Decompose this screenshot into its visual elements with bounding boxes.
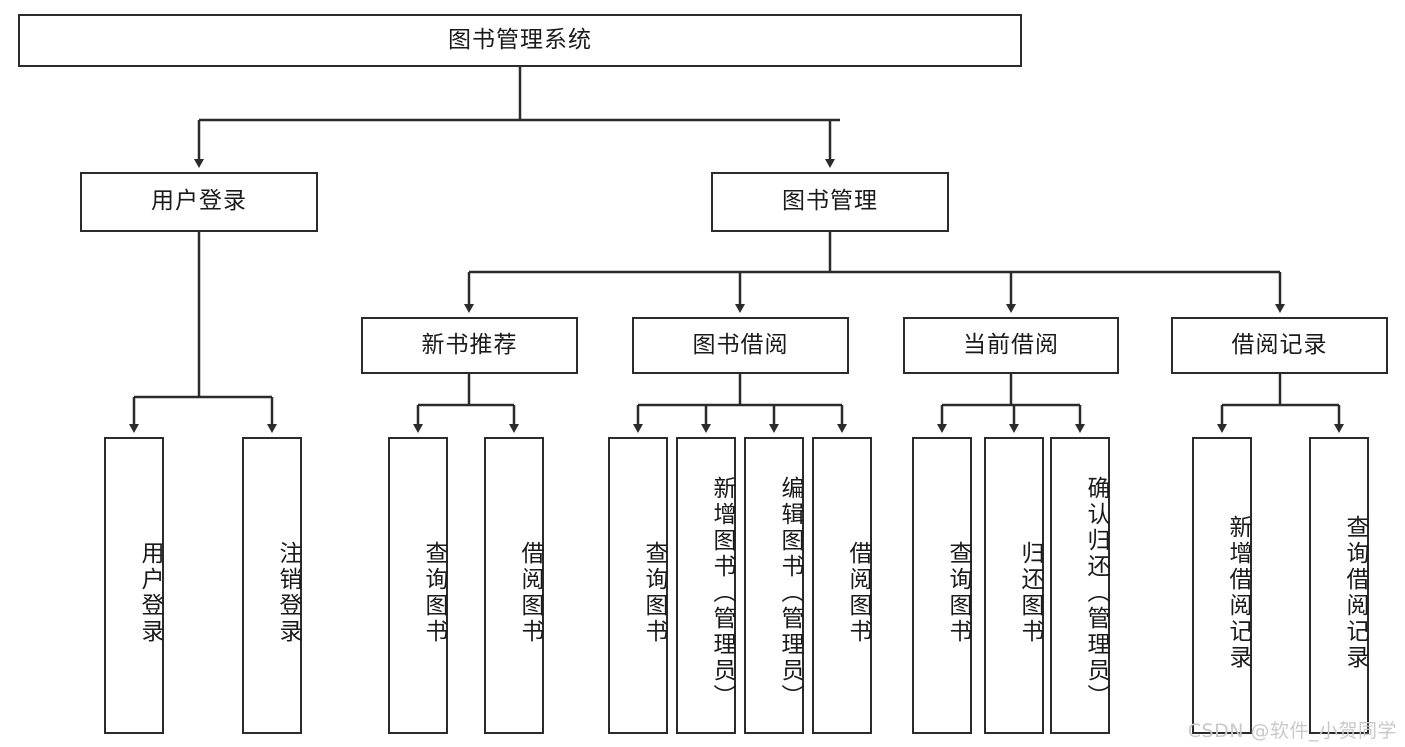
node-borrow-record[interactable]: 借阅记录	[1171, 317, 1388, 374]
node-user-login[interactable]: 用户登录	[80, 172, 318, 232]
node-nbr-borrow-book[interactable]: 借阅图书	[484, 437, 544, 734]
node-cb-return-book-label: 归还图书	[1017, 540, 1043, 645]
node-user-login-label: 用户登录	[151, 188, 247, 215]
node-bb-query-book-label: 查询图书	[641, 540, 667, 645]
node-br-add-record-label: 新增借阅记录	[1225, 514, 1251, 671]
node-cb-query-book-label: 查询图书	[945, 540, 971, 645]
node-bb-borrow-book[interactable]: 借阅图书	[812, 437, 872, 734]
node-bb-borrow-book-label: 借阅图书	[845, 540, 871, 645]
node-bb-edit-book-label: 编辑图书（管理员）	[777, 475, 803, 710]
watermark: CSDN @软件_小贺同学	[1187, 720, 1397, 742]
node-book-manage[interactable]: 图书管理	[711, 172, 949, 232]
node-cb-return-book[interactable]: 归还图书	[984, 437, 1044, 734]
node-nbr-query-book-label: 查询图书	[421, 540, 447, 645]
node-cb-confirm-return[interactable]: 确认归还（管理员）	[1050, 437, 1110, 734]
node-root-label: 图书管理系统	[448, 26, 592, 53]
node-book-borrow-label: 图书借阅	[692, 331, 789, 358]
node-br-add-record[interactable]: 新增借阅记录	[1192, 437, 1252, 734]
node-user-login-do[interactable]: 用户登录	[104, 437, 164, 734]
node-root[interactable]: 图书管理系统	[18, 14, 1022, 67]
node-bb-query-book[interactable]: 查询图书	[608, 437, 668, 734]
node-br-query-record-label: 查询借阅记录	[1342, 514, 1368, 671]
node-current-borrow[interactable]: 当前借阅	[903, 317, 1119, 374]
node-cb-query-book[interactable]: 查询图书	[912, 437, 972, 734]
node-current-borrow-label: 当前借阅	[963, 331, 1059, 358]
node-book-borrow[interactable]: 图书借阅	[632, 317, 849, 374]
node-bb-add-book[interactable]: 新增图书（管理员）	[676, 437, 736, 734]
node-new-book-rec[interactable]: 新书推荐	[361, 317, 578, 374]
node-bb-edit-book[interactable]: 编辑图书（管理员）	[744, 437, 804, 734]
node-user-logout[interactable]: 注销登录	[242, 437, 302, 734]
node-book-manage-label: 图书管理	[782, 188, 878, 215]
node-bb-add-book-label: 新增图书（管理员）	[709, 475, 735, 710]
node-cb-confirm-return-label: 确认归还（管理员）	[1083, 475, 1109, 710]
node-nbr-query-book[interactable]: 查询图书	[388, 437, 448, 734]
node-nbr-borrow-book-label: 借阅图书	[517, 540, 543, 645]
node-user-login-do-label: 用户登录	[137, 540, 163, 645]
node-new-book-rec-label: 新书推荐	[421, 331, 518, 358]
node-user-logout-label: 注销登录	[275, 540, 301, 645]
node-br-query-record[interactable]: 查询借阅记录	[1309, 437, 1369, 734]
node-borrow-record-label: 借阅记录	[1231, 331, 1328, 358]
